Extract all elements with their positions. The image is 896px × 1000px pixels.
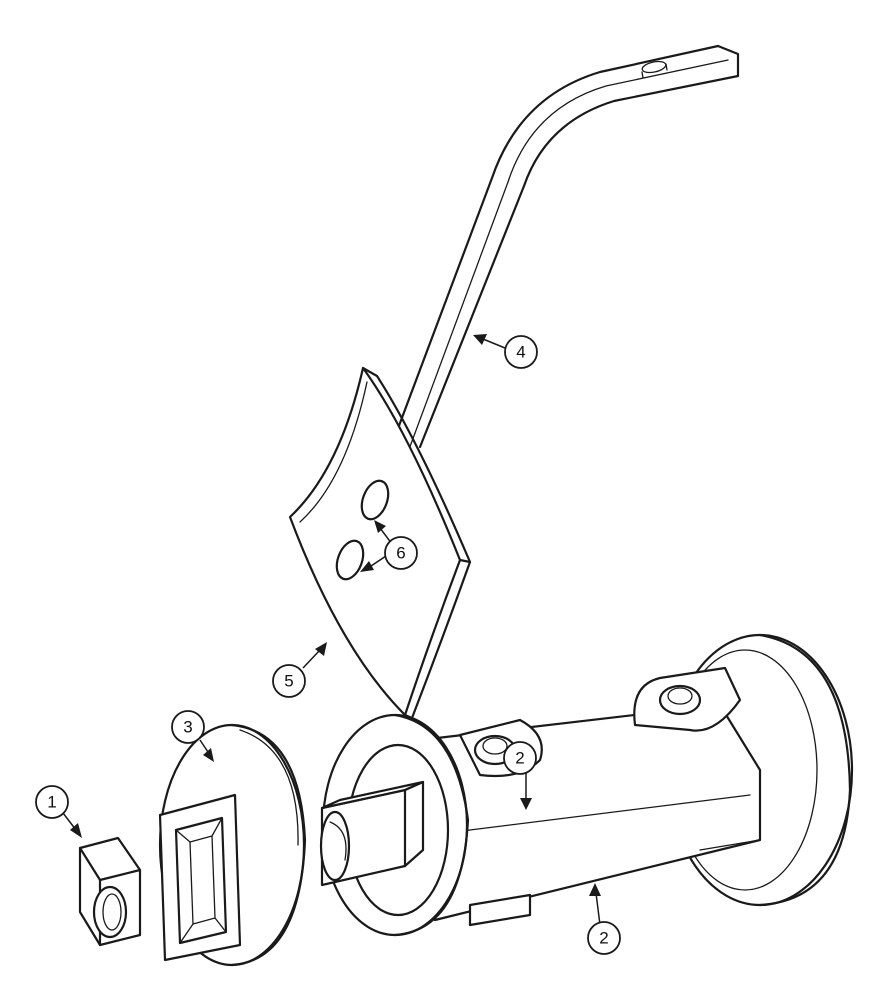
- part-rod-arm: [386, 44, 740, 457]
- svg-text:5: 5: [284, 672, 293, 691]
- svg-text:3: 3: [183, 718, 192, 737]
- lug-hole-right: [658, 684, 702, 716]
- callout-3: 3: [171, 710, 205, 744]
- part-end-cap: [158, 723, 307, 967]
- blade-hole-lower: [335, 539, 365, 581]
- callout-6: 6: [384, 536, 418, 570]
- part-square-nut: [78, 836, 142, 947]
- callout-2-top: 2: [503, 741, 537, 775]
- callout-1: 1: [35, 785, 69, 819]
- svg-text:4: 4: [516, 343, 525, 362]
- callout-2-bottom: 2: [587, 921, 621, 955]
- part-blade-plate: [288, 366, 472, 720]
- svg-text:2: 2: [599, 929, 608, 948]
- callout-4: 4: [504, 335, 538, 369]
- svg-text:2: 2: [515, 749, 524, 768]
- svg-text:6: 6: [396, 544, 405, 563]
- blade-hole-upper: [360, 479, 390, 521]
- leader-lines: [62, 334, 601, 926]
- shaft-end-face: [319, 810, 351, 882]
- svg-text:1: 1: [47, 793, 56, 812]
- callout-5: 5: [272, 664, 306, 698]
